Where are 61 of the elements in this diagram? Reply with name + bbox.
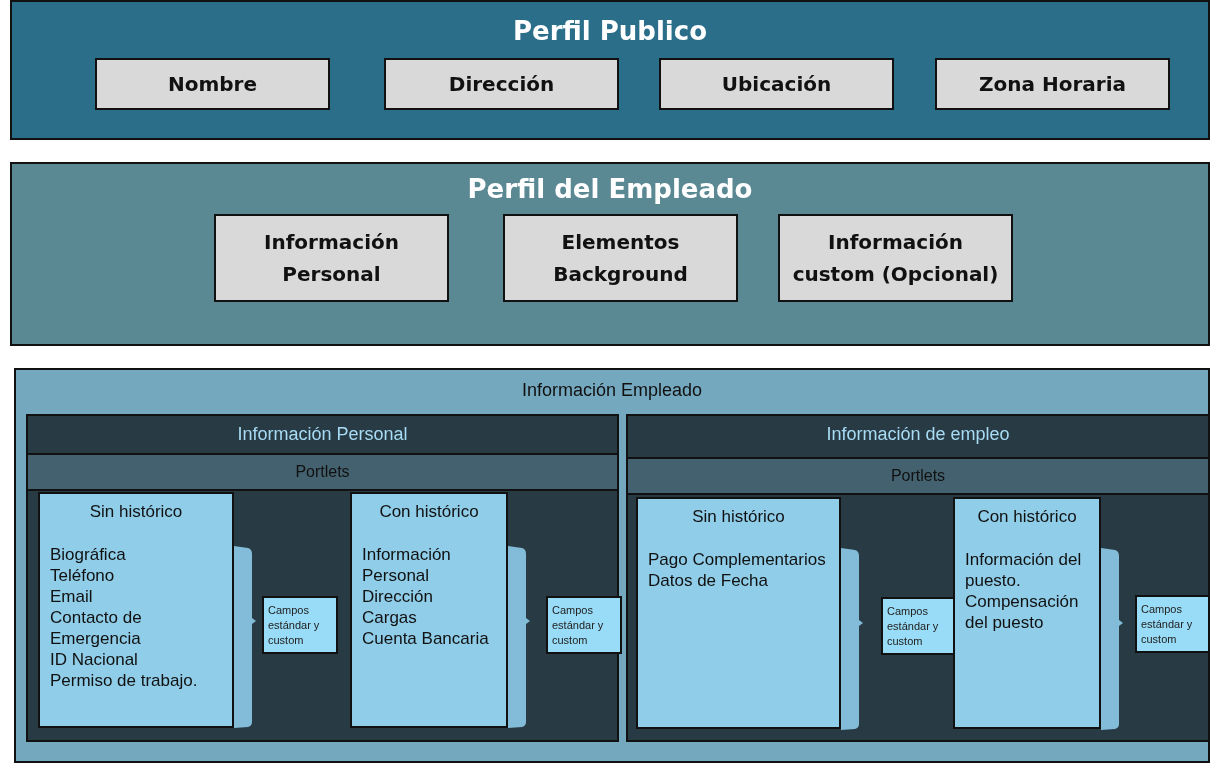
list-item: Biográfica	[50, 544, 127, 565]
list-heading: Con histórico	[976, 507, 1078, 527]
list-item: Información del puesto.	[965, 549, 1083, 591]
section-panel	[10, 162, 1210, 346]
list-heading: Sin histórico	[691, 507, 786, 527]
note-box	[546, 596, 622, 654]
category-panel	[626, 414, 1210, 742]
list-heading: Con histórico	[378, 502, 480, 522]
list-item: Datos de Fecha	[648, 570, 769, 591]
field-card	[778, 214, 1013, 302]
section-panel	[10, 0, 1210, 140]
header-band	[26, 453, 619, 491]
category-panel	[26, 414, 619, 742]
heading-text: Perfil del Empleado	[466, 174, 754, 204]
list-item: Dirección	[362, 586, 434, 607]
list-heading: Sin histórico	[88, 502, 184, 522]
portlet-list-card	[38, 492, 234, 728]
field-card	[503, 214, 738, 302]
note-box	[262, 596, 338, 654]
field-card	[95, 58, 330, 110]
heading-text: Perfil Publico	[512, 16, 708, 46]
list-item: Información Personal	[362, 544, 452, 586]
list-item: Compensación del puesto	[965, 591, 1080, 633]
portlet-list-card	[953, 497, 1101, 729]
heading-text: Elementos Background	[552, 229, 689, 288]
curly-bracket	[234, 546, 256, 728]
list-item: Email	[50, 586, 94, 607]
portlet-list-card	[350, 492, 508, 728]
note-text: Campos estándar y custom	[1140, 601, 1194, 647]
note-box	[1135, 595, 1210, 653]
heading-text: Ubicación	[720, 71, 833, 98]
heading-text: Información Personal	[263, 229, 400, 288]
title-text: Portlets	[295, 463, 350, 481]
note-text: Campos estándar y custom	[886, 603, 940, 649]
curly-bracket	[841, 548, 863, 730]
field-card	[384, 58, 619, 110]
title-text: Información de empleo	[825, 424, 1011, 445]
note-text: Campos estándar y custom	[551, 602, 605, 648]
list-item: Teléfono	[50, 565, 116, 586]
heading-text: Zona Horaria	[978, 71, 1127, 98]
heading-text: Información custom (Opcional)	[791, 229, 1000, 288]
heading-text: Dirección	[447, 71, 556, 98]
portlet-list-card	[636, 497, 841, 729]
outer-panel	[14, 368, 1210, 763]
curly-bracket	[1101, 548, 1123, 730]
list-item: ID Nacional	[50, 649, 139, 670]
list-item: Contacto de Emergencia	[50, 607, 143, 649]
list-item: Permiso de trabajo.	[50, 670, 199, 691]
title-text: Información Empleado	[520, 380, 704, 401]
note-text: Campos estándar y custom	[267, 602, 321, 648]
field-card	[659, 58, 894, 110]
field-card	[214, 214, 449, 302]
header-band	[626, 457, 1210, 495]
curly-bracket	[508, 546, 530, 728]
list-item: Pago Complementarios	[648, 549, 827, 570]
title-text: Información Personal	[236, 424, 409, 445]
heading-text: Nombre	[166, 71, 259, 98]
list-item: Cargas	[362, 607, 418, 628]
field-card	[935, 58, 1170, 110]
list-item: Cuenta Bancaria	[362, 628, 490, 649]
title-text: Portlets	[890, 467, 946, 485]
